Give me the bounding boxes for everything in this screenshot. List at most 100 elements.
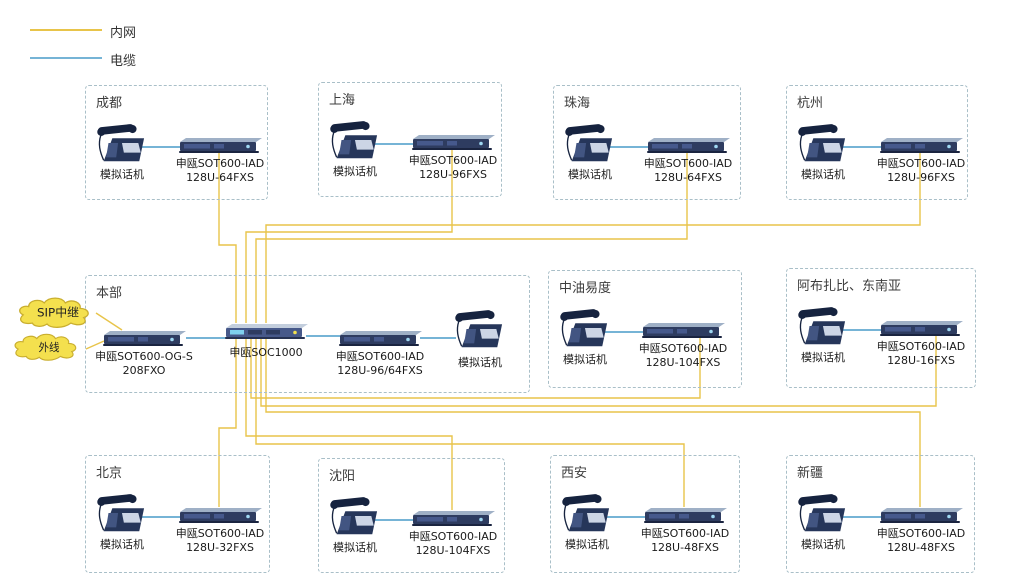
analog-phone-icon <box>96 492 146 534</box>
outside-line-cloud-label: 外线 <box>38 341 60 354</box>
cable-line <box>306 335 340 337</box>
device-model: 申瓯SOT600-IAD <box>640 527 730 540</box>
iad-device-icon <box>879 508 963 524</box>
device-model: 申瓯SOT600-IAD <box>175 527 265 540</box>
cable-line <box>186 337 226 339</box>
device-label: 申瓯SOT600-IAD 128U-104FXS <box>393 530 513 559</box>
cable-line <box>420 337 456 339</box>
site-title-zhongyou: 中油易度 <box>559 281 612 296</box>
soc1000-device-label: 申瓯SOC1000 <box>206 346 326 360</box>
cable-line <box>841 516 883 518</box>
device-model: 申瓯SOT600-IAD <box>643 157 733 170</box>
cable-line <box>603 331 645 333</box>
device-spec: 128U-64FXS <box>654 171 722 185</box>
device-spec: 128U-96FXS <box>887 171 955 185</box>
site-box-hangzhou: 杭州 模拟话机 申瓯SOT600-IAD 128U-96FXS <box>786 85 968 200</box>
outside-line-cloud: 外线 <box>10 332 88 363</box>
site-title-hangzhou: 杭州 <box>797 96 824 111</box>
cable-line <box>608 146 650 148</box>
device-label: 申瓯SOT600-IAD 128U-32FXS <box>160 527 280 556</box>
analog-phone-icon <box>96 122 146 164</box>
site-title-headquarters: 本部 <box>96 286 123 301</box>
device-spec: 128U-16FXS <box>887 354 955 368</box>
analog-phone-icon <box>329 119 379 161</box>
device-model: 申瓯SOT600-OG-S <box>95 350 193 363</box>
cable-line <box>373 143 415 145</box>
analog-phone-icon <box>797 305 847 347</box>
iad-device-icon <box>178 508 262 524</box>
legend-intranet-line <box>30 29 102 31</box>
phone-label: 模拟话机 <box>333 541 377 554</box>
device-spec: 128U-32FXS <box>186 541 254 555</box>
site-box-chengdu: 成都 模拟话机 申瓯SOT600-IAD 128U-64FXS <box>85 85 268 200</box>
device-spec: 128U-104FXS <box>645 356 721 370</box>
device-label: 申瓯SOT600-IAD 128U-64FXS <box>628 157 748 186</box>
analog-phone-icon <box>559 307 609 349</box>
phone-label: 模拟话机 <box>801 168 845 181</box>
device-spec: 128U-96/64FXS <box>337 364 423 378</box>
iad-device-icon <box>646 138 730 154</box>
device-spec: 128U-96FXS <box>419 168 487 182</box>
phone-label: 模拟话机 <box>333 165 377 178</box>
site-title-shanghai: 上海 <box>329 93 356 108</box>
site-box-shenyang: 沈阳 模拟话机 申瓯SOT600-IAD 128U-104FXS <box>318 458 505 573</box>
phone-label: 模拟话机 <box>565 538 609 551</box>
site-box-shanghai: 上海 模拟话机 申瓯SOT600-IAD 128U-96FXS <box>318 82 502 197</box>
iad-device-icon <box>178 138 262 154</box>
sip-trunk-cloud-label: SIP中继 <box>37 306 79 320</box>
iad-device-icon <box>879 138 963 154</box>
device-label: 申瓯SOT600-IAD 128U-104FXS <box>623 342 743 371</box>
device-model: 申瓯SOC1000 <box>229 346 303 359</box>
cable-line <box>841 146 883 148</box>
device-spec: 208FXO <box>122 364 166 378</box>
phone-label: 模拟话机 <box>563 353 607 366</box>
device-label: 申瓯SOT600-IAD 128U-96FXS <box>393 154 513 183</box>
site-title-xinjiang: 新疆 <box>797 466 824 481</box>
device-spec: 128U-48FXS <box>887 541 955 555</box>
sip-trunk-cloud: SIP中继 <box>14 296 102 330</box>
site-title-abudhabi: 阿布扎比、东南亚 <box>797 279 902 294</box>
device-label: 申瓯SOT600-IAD 128U-16FXS <box>861 340 981 369</box>
device-model: 申瓯SOT600-IAD <box>408 154 498 167</box>
device-model: 申瓯SOT600-IAD <box>408 530 498 543</box>
analog-phone-icon <box>797 492 847 534</box>
iad-device-icon <box>879 321 963 337</box>
device-model: 申瓯SOT600-IAD <box>876 527 966 540</box>
device-model: 申瓯SOT600-IAD <box>335 350 425 363</box>
iad-device-icon <box>411 135 495 151</box>
device-model: 申瓯SOT600-IAD <box>175 157 265 170</box>
analog-phone-icon <box>454 308 504 350</box>
analog-phone-icon <box>564 122 614 164</box>
device-spec: 128U-48FXS <box>651 541 719 555</box>
cable-line <box>140 146 182 148</box>
analog-phone-icon <box>797 122 847 164</box>
legend-cable-label: 电缆 <box>110 54 137 69</box>
site-title-shenyang: 沈阳 <box>329 469 356 484</box>
device-label: 申瓯SOT600-IAD 128U-48FXS <box>861 527 981 556</box>
site-box-zhongyou: 中油易度 模拟话机 申瓯SOT600-IAD 128U-104FXS <box>548 270 742 388</box>
cable-line <box>373 519 415 521</box>
iad-device-icon <box>641 323 725 339</box>
iad-device-icon <box>338 331 422 347</box>
gateway-device-icon <box>102 331 186 347</box>
cable-line <box>841 329 883 331</box>
device-label: 申瓯SOT600-IAD 128U-96FXS <box>861 157 981 186</box>
phone-label: 模拟话机 <box>568 168 612 181</box>
device-spec: 128U-104FXS <box>415 544 491 558</box>
soc1000-device-icon <box>224 324 308 340</box>
phone-label: 模拟话机 <box>801 351 845 364</box>
legend-intranet-label: 内网 <box>110 26 137 41</box>
site-box-zhuhai: 珠海 模拟话机 申瓯SOT600-IAD 128U-64FXS <box>553 85 741 200</box>
analog-phone-icon <box>329 495 379 537</box>
gateway-device-label: 申瓯SOT600-OG-S 208FXO <box>84 350 204 379</box>
cable-line <box>140 516 182 518</box>
site-box-headquarters: 本部 申瓯SOT600-OG-S 208FXO 申瓯SOC1000 申瓯SOT6… <box>85 275 530 393</box>
device-spec: 128U-64FXS <box>186 171 254 185</box>
site-title-chengdu: 成都 <box>96 96 123 111</box>
device-label: 申瓯SOT600-IAD 128U-48FXS <box>625 527 745 556</box>
iad-device-label: 申瓯SOT600-IAD 128U-96/64FXS <box>320 350 440 379</box>
site-box-xian: 西安 模拟话机 申瓯SOT600-IAD 128U-48FXS <box>550 455 740 573</box>
site-title-xian: 西安 <box>561 466 588 481</box>
legend-cable-line <box>30 57 102 59</box>
